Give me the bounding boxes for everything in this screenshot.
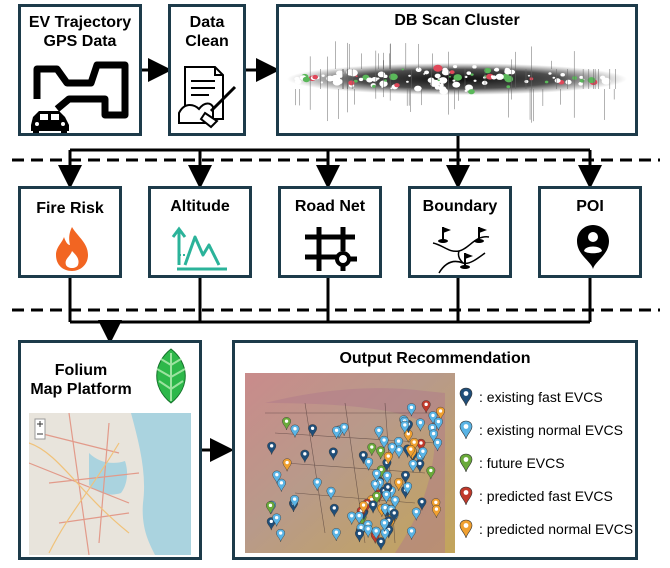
legend-item: : predicted fast EVCS: [459, 486, 613, 506]
poi-box: POI: [538, 186, 642, 278]
folium-title-line1: Folium: [54, 362, 108, 379]
data-clean-box: Data Clean: [168, 4, 246, 136]
legend-item: : existing normal EVCS: [459, 420, 623, 440]
folium-map-image: [29, 413, 191, 555]
legend-item: : future EVCS: [459, 453, 565, 473]
output-title: Output Recommendation: [339, 350, 531, 367]
clean-title-line1: Data: [189, 14, 225, 31]
pin-icon: [459, 387, 473, 407]
legend-item: : predicted normal EVCS: [459, 519, 633, 539]
poi-pin-icon: [577, 225, 609, 269]
fire-risk-title: Fire Risk: [36, 200, 104, 217]
evcs-map-image: [245, 373, 455, 553]
zoom-control: [34, 418, 46, 440]
fire-icon: [56, 227, 88, 271]
dbscan-title: DB Scan Cluster: [394, 12, 520, 29]
folium-map-box: Folium Map Platform: [18, 340, 202, 560]
altitude-title: Altitude: [170, 198, 230, 215]
cluster-plot-image: [287, 41, 627, 123]
legend-label: : predicted fast EVCS: [479, 488, 613, 504]
legend-label: : existing normal EVCS: [479, 422, 623, 438]
output-recommendation-box: Output Recommendation : existing fast EV…: [232, 340, 638, 560]
poi-title: POI: [576, 198, 604, 215]
pin-icon: [459, 519, 473, 539]
document-clean-icon: [178, 66, 237, 129]
road-network-icon: [305, 227, 357, 271]
folium-title-line2: Map Platform: [30, 381, 132, 398]
legend-label: : future EVCS: [479, 455, 565, 471]
pin-icon: [459, 453, 473, 473]
altitude-chart-icon: [171, 226, 227, 271]
gps-data-box: EV Trajectory GPS Data: [18, 4, 142, 136]
car-trajectory-icon: [31, 61, 129, 133]
legend-label: : predicted normal EVCS: [479, 521, 634, 537]
legend-label: : existing fast EVCS: [479, 389, 603, 405]
dbscan-cluster-box: DB Scan Cluster: [276, 4, 638, 136]
road-net-title: Road Net: [294, 198, 366, 215]
legend-item: : existing fast EVCS: [459, 387, 603, 407]
fire-risk-box: Fire Risk: [18, 186, 122, 278]
altitude-box: Altitude: [148, 186, 252, 278]
pin-icon: [459, 420, 473, 440]
gps-title-line1: EV Trajectory: [28, 14, 132, 31]
boundary-box: Boundary: [408, 186, 512, 278]
clean-title-line2: Clean: [185, 33, 229, 50]
pin-icon: [459, 486, 473, 506]
road-net-box: Road Net: [278, 186, 382, 278]
gps-title-line2: GPS Data: [43, 33, 117, 50]
boundary-title: Boundary: [422, 198, 498, 215]
boundary-flags-icon: [432, 227, 490, 274]
leaf-logo-icon: [156, 348, 186, 404]
